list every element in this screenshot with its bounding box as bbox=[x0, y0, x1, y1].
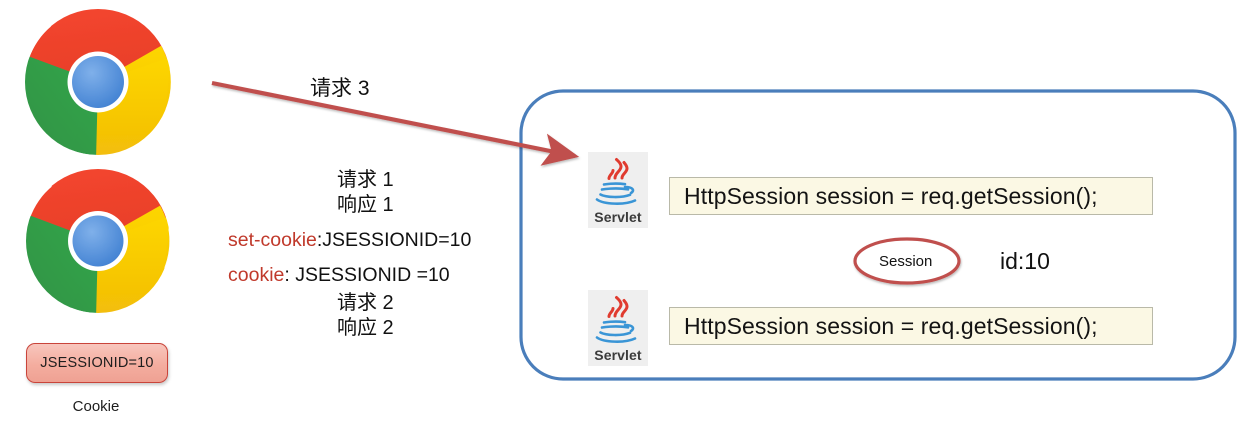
session-label: Session bbox=[879, 253, 933, 270]
code-text-1: HttpSession session = req.getSession(); bbox=[684, 182, 1098, 209]
code-text-2: HttpSession session = req.getSession(); bbox=[684, 312, 1098, 339]
label-request-1: 请求 1 bbox=[333, 170, 398, 191]
chrome-icon bbox=[26, 169, 170, 313]
header-cookie: cookie: JSESSIONID =10 bbox=[228, 264, 450, 286]
servlet-caption-2: Servlet bbox=[594, 347, 642, 363]
label-request-2: 请求 2 bbox=[333, 293, 398, 314]
header-cookie-value: : JSESSIONID =10 bbox=[284, 264, 450, 286]
label-request-3: 请求 3 bbox=[310, 77, 370, 100]
arrow-request-3 bbox=[211, 80, 580, 166]
java-cup-icon bbox=[591, 295, 645, 347]
code-box-2: HttpSession session = req.getSession(); bbox=[669, 307, 1153, 345]
cookie-caption: Cookie bbox=[72, 398, 120, 415]
cookie-chip-value: JSESSIONID=10 bbox=[40, 355, 154, 371]
label-response-2: 响应 2 bbox=[333, 318, 398, 339]
header-cookie-key: cookie bbox=[228, 264, 285, 286]
servlet-icon-1: Servlet bbox=[588, 152, 648, 228]
session-id-text: id:10 bbox=[1000, 248, 1050, 274]
header-set-cookie: set-cookie:JSESSIONID=10 bbox=[228, 229, 472, 251]
chrome-icon bbox=[25, 9, 171, 155]
code-box-1: HttpSession session = req.getSession(); bbox=[669, 177, 1153, 215]
label-response-1: 响应 1 bbox=[333, 195, 398, 216]
java-cup-icon bbox=[591, 157, 645, 209]
header-set-cookie-value: :JSESSIONID=10 bbox=[316, 229, 472, 251]
servlet-icon-2: Servlet bbox=[588, 290, 648, 366]
header-set-cookie-key: set-cookie bbox=[228, 229, 317, 251]
cookie-chip: JSESSIONID=10 bbox=[26, 343, 168, 383]
servlet-caption-1: Servlet bbox=[594, 209, 642, 225]
